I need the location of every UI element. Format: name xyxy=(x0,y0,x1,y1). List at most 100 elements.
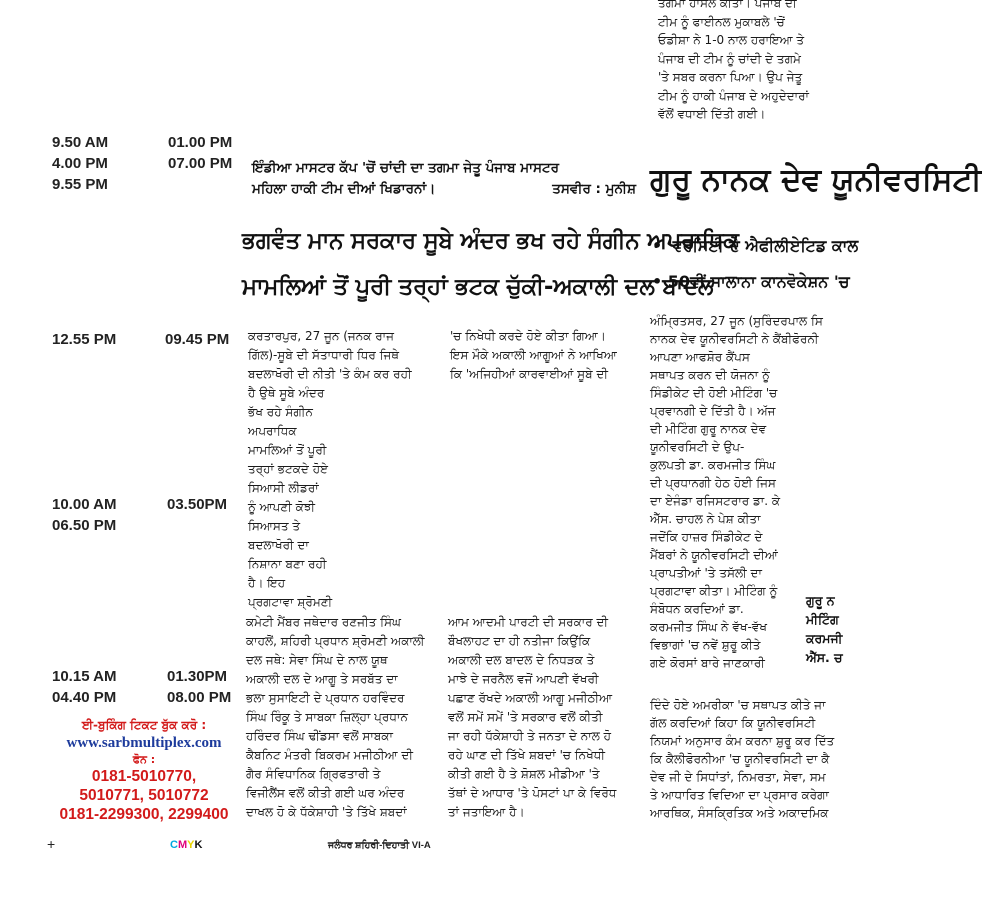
text-line: ਪ੍ਰਗਟਾਵਾ ਕੀਤਾ। ਮੀਟਿੰਗ ਨੂੰ xyxy=(650,584,778,598)
text-line: ਹੈ। ਇਹ xyxy=(248,576,286,590)
article-col2-bottom: ਆਮ ਆਦਮੀ ਪਾਰਟੀ ਦੀ ਸਰਕਾਰ ਦੀ ਬੌਖਲਾਹਟ ਦਾ ਹੀ ਨ… xyxy=(448,613,642,822)
text-line: 4.00 PM xyxy=(52,155,108,172)
text-line: ਵਿਭਾਗਾਂ 'ਚ ਨਵੇਂ ਸ਼ੁਰੂ ਕੀਤੇ xyxy=(650,638,761,652)
cmyk-m: M xyxy=(177,839,188,851)
text-line: ਭਲਾ ਸੁਸਾਇਟੀ ਦੇ ਪ੍ਰਧਾਨ ਹਰਵਿੰਦਰ xyxy=(246,691,405,705)
text-line: ਸੰਬੋਧਨ ਕਰਦਿਆਂ ਡਾ. xyxy=(650,602,744,616)
cmyk-k: K xyxy=(194,839,203,851)
text-line: ਕਾਹਲੋਂ, ਸ਼ਹਿਰੀ ਪ੍ਰਧਾਨ ਸ਼੍ਰੋਮਣੀ ਅਕਾਲੀ xyxy=(246,634,425,648)
text-line: ਅਕਾਲੀ ਦਲ ਬਾਦਲ ਦੇ ਨਿਧੜਕ ਤੇ xyxy=(448,653,595,667)
text-line: ਅੰਮ੍ਰਿਤਸਰ, 27 ਜੂਨ (ਸੁਰਿੰਦਰਪਾਲ ਸਿ xyxy=(650,314,823,328)
text-line: ਕਿ 'ਅਜਿਹੀਆਂ ਕਾਰਵਾਈਆਂ ਸੂਬੇ ਦੀ xyxy=(450,367,608,381)
cmyk-strip: CMYK xyxy=(170,839,202,851)
text-line: 'ਚ ਨਿਖੇਧੀ ਕਰਦੇ ਹੋਏ ਕੀਤਾ ਗਿਆ। xyxy=(450,329,606,343)
text-line: ਹਰਿੰਦਰ ਸਿੰਘ ਢੀਂਡਸਾ ਵਲੋਂ ਸਾਬਕਾ xyxy=(246,729,393,743)
text-line: ਭੱਖ ਰਹੇ ਸੰਗੀਨ xyxy=(248,405,313,419)
text-line: ਆਰਥਿਕ, ਸੰਸਕ੍ਰਿਤਿਕ ਅਤੇ ਅਕਾਦਮਿਕ xyxy=(650,806,829,820)
showtimes-block-1-col1: 9.50 AM 4.00 PM 9.55 PM xyxy=(52,132,108,195)
text-line: 04.40 PM xyxy=(52,689,117,706)
text-line: ਕਰਤਾਰਪੁਰ, 27 ਜੂਨ (ਜਨਕ ਰਾਜ xyxy=(248,329,394,343)
text-line: ਵਿਜੀਲੈਂਸ ਵਲੋਂ ਕੀਤੀ ਗਈ ਘਰ ਅੰਦਰ xyxy=(246,786,405,800)
text-line: ਅਕਾਲੀ ਦਲ ਦੇ ਆਗੂ ਤੇ ਸਰਬੱਤ ਦਾ xyxy=(246,672,398,686)
booking-phone-3: 0181-2299300, 2299400 xyxy=(59,806,229,823)
main-headline-line-1: ਭਗਵੰਤ ਮਾਨ ਸਰਕਾਰ ਸੂਬੇ ਅੰਦਰ ਭਖ ਰਹੇ ਸੰਗੀਨ ਅ… xyxy=(242,228,739,254)
right-article-body-bottom: ਦਿੰਦੇ ਹੋਏ ਅਮਰੀਕਾ 'ਚ ਸਥਾਪਤ ਕੀਤੇ ਜਾ ਗੱਲ ਕਰਦ… xyxy=(650,696,846,822)
text-line: ਦਿੰਦੇ ਹੋਏ ਅਮਰੀਕਾ 'ਚ ਸਥਾਪਤ ਕੀਤੇ ਜਾ xyxy=(650,698,826,712)
text-line: ਪੰਜਾਬ ਦੀ ਟੀਮ ਨੂੰ ਚਾਂਦੀ ਦੇ ਤਗਮੇ xyxy=(658,51,801,66)
right-article-bullet-2: • 50ਵੀਂ ਸਾਲਾਨਾ ਕਾਨਵੋਕੇਸ਼ਨ 'ਚ xyxy=(652,272,850,291)
text-line: ਸਿੰਘ ਰਿੰਕੂ ਤੇ ਸਾਬਕਾ ਜ਼ਿਲ੍ਹਾ ਪ੍ਰਧਾਨ xyxy=(246,710,408,724)
text-line: ਵੱਲੋਂ ਵਧਾਈ ਦਿੱਤੀ ਗਈ। xyxy=(658,107,766,121)
text-line: ਪਛਾਣ ਰੱਖਦੇ ਅਕਾਲੀ ਆਗੂ ਮਜੀਠੀਆ xyxy=(448,691,613,705)
text-line: ਗਿੱਲ)-ਸੂਬੇ ਦੀ ਸੱਤਾਧਾਰੀ ਧਿਰ ਜਿਥੇ xyxy=(248,348,399,362)
text-line: ਦਾ ਏਜੰਡਾ ਰਜਿਸਟਰਾਰ ਡਾ. ਕੇ xyxy=(650,494,781,508)
text-line: 9.50 AM xyxy=(52,134,109,151)
text-line: ਜਦੋਂਕਿ ਹਾਜ਼ਰ ਸਿੰਡੀਕੇਟ ਦੇ xyxy=(650,530,763,544)
right-photo-caption-line-2: ਮੀਟਿੰਗ xyxy=(806,612,839,627)
text-line: ਬੌਖਲਾਹਟ ਦਾ ਹੀ ਨਤੀਜਾ ਕਿਉਂਕਿ xyxy=(448,634,591,648)
text-line: ਬਦਲਾਖੋਰੀ ਦੀ ਨੀਤੀ 'ਤੇ ਕੰਮ ਕਰ ਰਹੀ xyxy=(248,367,412,381)
text-line: 03.50PM xyxy=(167,496,228,513)
text-line: ਗੱਲ ਕਰਦਿਆਂ ਕਿਹਾ ਕਿ ਯੂਨੀਵਰਸਿਟੀ xyxy=(650,716,816,730)
text-line: ਨੂੰ ਆਪਣੀ ਕੋਝੀ xyxy=(248,500,315,514)
text-line: 09.45 PM xyxy=(165,331,230,348)
showtimes-block-3-col1: 10.00 AM 06.50 PM xyxy=(52,494,116,536)
booking-label: ਈ-ਬੁਕਿੰਗ ਟਿਕਟ ਬੁੱਕ ਕਰੋ : xyxy=(81,718,207,732)
text-line: ਦੀ ਮੀਟਿੰਗ ਗੁਰੂ ਨਾਨਕ ਦੇਵ xyxy=(650,422,767,436)
page-label: ਜਲੰਧਰ ਸ਼ਹਿਰੀ-ਦਿਹਾਤੀ VI-A xyxy=(328,840,431,851)
booking-phone-label: ਫੋਨ : xyxy=(132,753,156,766)
showtimes-block-2-col1: 12.55 PM xyxy=(52,329,116,350)
text-line: ਤਗਮਾ ਹਾਸਲ ਕੀਤਾ। ਪੰਜਾਬ ਦੀ xyxy=(658,0,797,10)
text-line: ਆਮ ਆਦਮੀ ਪਾਰਟੀ ਦੀ ਸਰਕਾਰ ਦੀ xyxy=(448,615,609,629)
text-line: ਐੱਸ. ਚਾਹਲ ਨੇ ਪੇਸ਼ ਕੀਤਾ xyxy=(650,512,761,526)
text-line: ਰਹੇ ਘਾਣ ਦੀ ਤਿੱਖੇ ਸ਼ਬਦਾਂ 'ਚ ਨਿਖੇਧੀ xyxy=(448,748,605,762)
photo-caption: ਇੰਡੀਆ ਮਾਸਟਰ ਕੱਪ 'ਚੋਂ ਚਾਂਦੀ ਦਾ ਤਗਮਾ ਜੇਤੂ … xyxy=(252,158,636,200)
main-headline: ਭਗਵੰਤ ਮਾਨ ਸਰਕਾਰ ਸੂਬੇ ਅੰਦਰ ਭਖ ਰਹੇ ਸੰਗੀਨ ਅ… xyxy=(242,218,739,310)
top-snippet: ਤਗਮਾ ਹਾਸਲ ਕੀਤਾ। ਪੰਜਾਬ ਦੀਟੀਮ ਨੂੰ ਫਾਈਨਲ ਮੁ… xyxy=(658,0,846,124)
text-line: ਸਿਆਸਤ ਤੇ xyxy=(248,519,301,533)
photo-caption-line-2: ਮਹਿਲਾ ਹਾਕੀ ਟੀਮ ਦੀਆਂ ਖਿਡਾਰਨਾਂ। xyxy=(252,181,436,197)
right-photo-caption-line-1: ਗੁਰੂ ਨ xyxy=(806,593,835,608)
text-line: 9.55 PM xyxy=(52,176,108,193)
photo-credit: ਤਸਵੀਰ : ਮੁਨੀਸ਼ xyxy=(552,181,636,197)
text-line: 12.55 PM xyxy=(52,331,117,348)
article-col2-top: 'ਚ ਨਿਖੇਧੀ ਕਰਦੇ ਹੋਏ ਕੀਤਾ ਗਿਆ। ਇਸ ਮੌਕੇ ਅਕਾਲ… xyxy=(450,327,640,384)
cmyk-y: Y xyxy=(187,839,195,851)
text-line: ਤੱਥਾਂ ਦੇ ਆਧਾਰ 'ਤੇ ਪੋਸਟਾਂ ਪਾ ਕੇ ਵਿਰੋਧ xyxy=(448,786,617,800)
text-line: ਆਪਣਾ ਆਫਸ਼ੋਰ ਕੈਂਪਸ xyxy=(650,350,750,364)
right-photo-caption-line-4: ਐੱਸ. ਚ xyxy=(806,650,843,665)
text-line: ਤਾਂ ਜਤਾਇਆ ਹੈ। xyxy=(448,805,525,819)
showtimes-block-3-col2: 03.50PM xyxy=(167,494,227,515)
text-line: ਇਸ ਮੌਕੇ ਅਕਾਲੀ ਆਗੂਆਂ ਨੇ ਆਖਿਆ xyxy=(450,348,617,362)
registration-mark: + xyxy=(47,836,56,852)
text-line: ਕੀਤੀ ਗਈ ਹੈ ਤੇ ਸ਼ੋਸ਼ਲ ਮੀਡੀਆ 'ਤੇ xyxy=(448,767,600,781)
booking-info: ਈ-ਬੁਕਿੰਗ ਟਿਕਟ ਬੁੱਕ ਕਰੋ : www.sarbmultipl… xyxy=(44,716,244,824)
text-line: ਦੇਵ ਜੀ ਦੇ ਸਿਧਾਂਤਾਂ, ਨਿਮਰਤਾ, ਸੇਵਾ, ਸਮ xyxy=(650,770,826,784)
text-line: 07.00 PM xyxy=(168,155,233,172)
text-line: 06.50 PM xyxy=(52,517,117,534)
text-line: ਹੈ ਉਥੇ ਸੂਬੇ ਅੰਦਰ xyxy=(248,386,325,400)
right-photo-caption: ਗੁਰੂ ਨ ਮੀਟਿੰਗ ਕਰਮਜੀ ਐੱਸ. ਚ xyxy=(806,591,846,667)
text-line: ਮੈਂਬਰਾਂ ਨੇ ਯੂਨੀਵਰਸਿਟੀ ਦੀਆਂ xyxy=(650,548,778,562)
text-line: ਯੂਨੀਵਰਸਿਟੀ ਦੇ ਉਪ- xyxy=(650,440,745,454)
text-line: 10.00 AM xyxy=(52,496,117,513)
text-line: ਦਾਖਲ ਹੋ ਕੇ ਧੱਕੇਸ਼ਾਹੀ 'ਤੇ ਤਿੱਖੇ ਸ਼ਬਦਾਂ xyxy=(246,805,407,819)
text-line: ਪ੍ਰਾਪਤੀਆਂ 'ਤੇ ਤਸੱਲੀ ਦਾ xyxy=(650,566,762,580)
showtimes-block-2-col2: 09.45 PM xyxy=(165,329,229,350)
text-line: 10.15 AM xyxy=(52,668,117,685)
text-line: ਸਿੰਡੀਕੇਟ ਦੀ ਹੋਈ ਮੀਟਿੰਗ 'ਚ xyxy=(650,386,778,400)
text-line: ਵਲੋਂ ਸਮੇਂ ਸਮੇਂ 'ਤੇ ਸਰਕਾਰ ਵਲੋਂ ਕੀਤੀ xyxy=(448,710,603,724)
text-line: 'ਤੇ ਸਬਰ ਕਰਨਾ ਪਿਆ। ਉਪ ਜੇਤੂ xyxy=(658,70,803,84)
text-line: ਕੈਬਨਿਟ ਮੰਤਰੀ ਬਿਕਰਮ ਮਜੀਠੀਆ ਦੀ xyxy=(246,748,413,762)
right-article-body-top: ਅੰਮ੍ਰਿਤਸਰ, 27 ਜੂਨ (ਸੁਰਿੰਦਰਪਾਲ ਸਿਨਾਨਕ ਦੇਵ… xyxy=(650,312,846,348)
text-line: ਦਲ ਜਥੇ: ਸੇਵਾ ਸਿੰਘ ਦੇ ਨਾਲ ਯੂਥ xyxy=(246,653,388,667)
text-line: ਕਮੇਟੀ ਮੈਂਬਰ ਜਥੇਦਾਰ ਰਣਜੀਤ ਸਿੰਘ xyxy=(246,615,401,629)
main-headline-line-2: ਮਾਮਲਿਆਂ ਤੋਂ ਪੂਰੀ ਤਰ੍ਹਾਂ ਭਟਕ ਚੁੱਕੀ-ਅਕਾਲੀ … xyxy=(242,274,714,300)
text-line: ਕੁਲਪਤੀ ਡਾ. ਕਰਮਜੀਤ ਸਿੰਘ xyxy=(650,458,776,472)
text-line: ਬਦਲਾਖੋਰੀ ਦਾ xyxy=(248,538,309,552)
cmyk-c: C xyxy=(170,839,178,851)
booking-website-link[interactable]: www.sarbmultiplex.com xyxy=(66,735,222,751)
